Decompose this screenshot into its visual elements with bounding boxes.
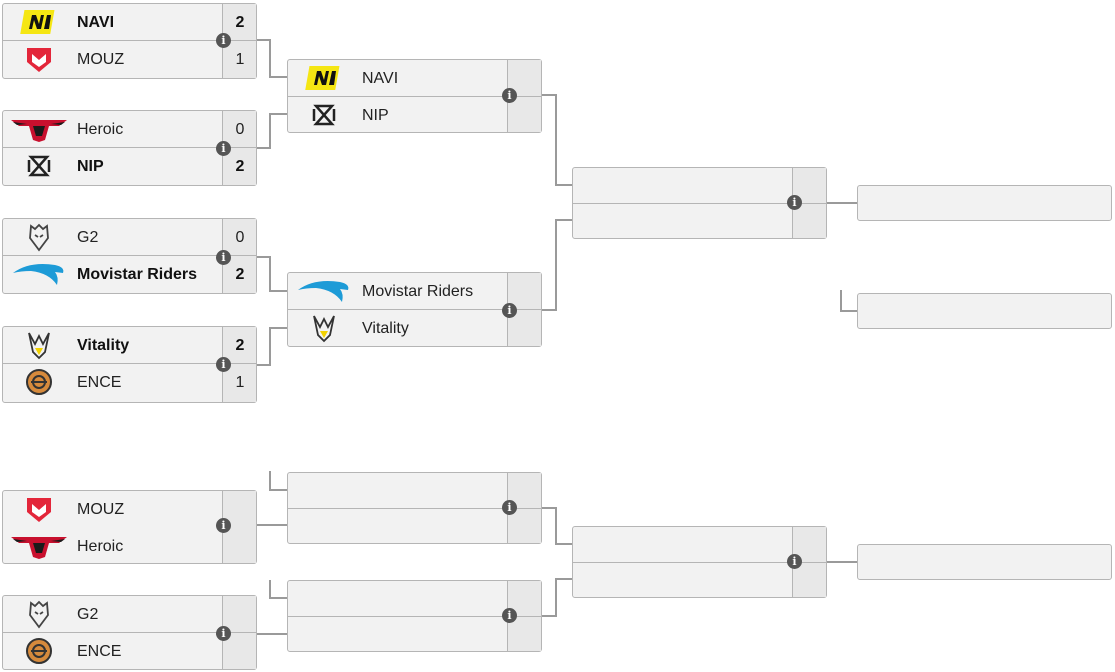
mouz-logo — [9, 494, 69, 524]
team-name: MOUZ — [77, 51, 125, 68]
g2-logo — [9, 222, 69, 252]
team-row-empty[interactable] — [288, 581, 541, 617]
ence-logo — [9, 636, 69, 666]
lower-round1-match-2[interactable]: G2 ENCE — [2, 595, 257, 670]
team-row[interactable]: NIP — [288, 97, 541, 134]
team-score: 0 — [235, 121, 245, 138]
info-icon[interactable]: i — [787, 554, 802, 569]
info-icon[interactable]: i — [216, 141, 231, 156]
team-score: 1 — [235, 374, 245, 391]
grand-final-slot-1[interactable] — [857, 185, 1112, 221]
movistar-riders-logo — [294, 276, 354, 306]
vitality-logo — [294, 313, 354, 343]
team-row[interactable]: G2 — [3, 596, 256, 633]
mouz-logo — [9, 44, 69, 74]
team-row[interactable]: MOUZ — [3, 491, 256, 528]
team-name: G2 — [77, 229, 99, 246]
info-icon[interactable]: i — [502, 500, 517, 515]
team-name: ENCE — [77, 374, 122, 391]
upper-quarterfinal-4[interactable]: Vitality 2 ENCE 1 — [2, 326, 257, 403]
grand-final-slot-2[interactable] — [857, 293, 1112, 329]
navi-logo — [9, 7, 69, 37]
team-row[interactable]: Movistar Riders — [288, 273, 541, 310]
team-row[interactable]: Vitality 2 — [3, 327, 256, 364]
team-name: Movistar Riders — [362, 283, 474, 300]
team-name: Vitality — [362, 320, 409, 337]
upper-quarterfinal-2[interactable]: Heroic 0 NIP 2 — [2, 110, 257, 186]
lower-final-slot[interactable] — [857, 544, 1112, 580]
nip-logo — [9, 151, 69, 181]
team-row[interactable]: NAVI — [288, 60, 541, 97]
upper-semifinal-2[interactable]: Movistar Riders Vitality — [287, 272, 542, 347]
team-row-empty[interactable] — [573, 527, 826, 563]
team-name: NIP — [77, 158, 104, 175]
team-score: 2 — [235, 158, 245, 175]
team-score: 1 — [235, 51, 245, 68]
team-row[interactable]: Heroic — [3, 528, 256, 565]
info-icon[interactable]: i — [216, 626, 231, 641]
team-row-empty[interactable] — [288, 473, 541, 509]
lower-round2-match-2[interactable] — [287, 580, 542, 652]
info-icon[interactable]: i — [216, 250, 231, 265]
upper-quarterfinal-3[interactable]: G2 0 Movistar Riders 2 — [2, 218, 257, 294]
team-row[interactable]: ENCE 1 — [3, 364, 256, 401]
vitality-logo — [9, 330, 69, 360]
team-name: NAVI — [362, 70, 399, 87]
team-row[interactable]: Vitality — [288, 310, 541, 347]
g2-logo — [9, 599, 69, 629]
team-row[interactable]: NAVI 2 — [3, 4, 256, 41]
movistar-riders-logo — [9, 259, 69, 289]
info-icon[interactable]: i — [216, 33, 231, 48]
ence-logo — [9, 367, 69, 397]
team-name: NIP — [362, 107, 389, 124]
info-icon[interactable]: i — [502, 608, 517, 623]
info-icon[interactable]: i — [787, 195, 802, 210]
team-row[interactable]: G2 0 — [3, 219, 256, 256]
team-row[interactable]: MOUZ 1 — [3, 41, 256, 78]
team-name: Vitality — [77, 337, 130, 354]
team-row[interactable]: Movistar Riders 2 — [3, 256, 256, 293]
team-row[interactable]: ENCE — [3, 633, 256, 670]
info-icon[interactable]: i — [216, 518, 231, 533]
team-row[interactable]: NIP 2 — [3, 148, 256, 185]
team-score: 2 — [235, 266, 245, 283]
navi-logo — [294, 63, 354, 93]
lower-round1-match-1[interactable]: MOUZ Heroic — [2, 490, 257, 564]
team-name: Heroic — [77, 121, 124, 138]
info-icon[interactable]: i — [502, 88, 517, 103]
team-score: 2 — [235, 337, 245, 354]
team-name: Heroic — [77, 538, 124, 555]
team-name: NAVI — [77, 14, 115, 31]
team-score: 2 — [235, 14, 245, 31]
team-name: ENCE — [77, 643, 122, 660]
team-name: MOUZ — [77, 501, 125, 518]
team-name: Movistar Riders — [77, 266, 198, 283]
team-name: G2 — [77, 606, 99, 623]
upper-quarterfinal-1[interactable]: NAVI 2 MOUZ 1 — [2, 3, 257, 79]
nip-logo — [294, 100, 354, 130]
heroic-logo — [9, 531, 69, 561]
heroic-logo — [9, 114, 69, 144]
info-icon[interactable]: i — [216, 357, 231, 372]
info-icon[interactable]: i — [502, 303, 517, 318]
team-row-empty[interactable] — [573, 168, 826, 204]
team-row[interactable]: Heroic 0 — [3, 111, 256, 148]
team-score: 0 — [235, 229, 245, 246]
